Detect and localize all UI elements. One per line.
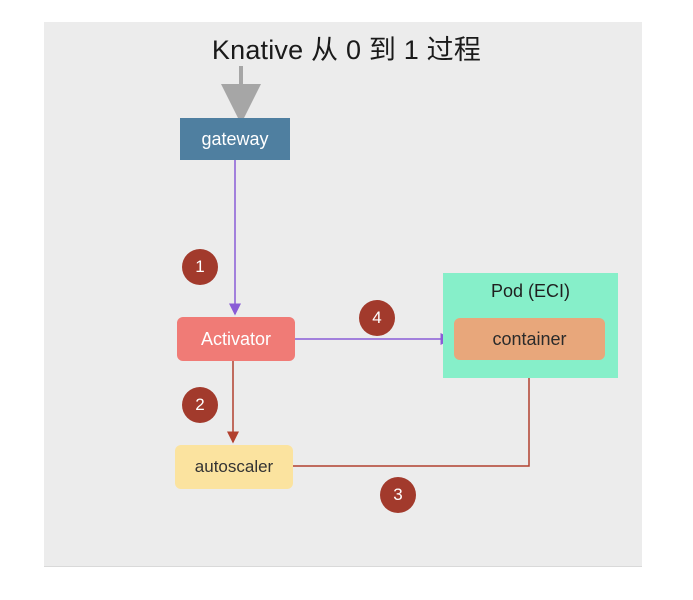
autoscaler-label: autoscaler (194, 457, 274, 476)
gateway-label: gateway (201, 128, 269, 149)
activator-label: Activator (200, 328, 272, 349)
container-node: container (454, 318, 605, 360)
arrow-autoscaler-to-container (293, 362, 535, 467)
step-badge-4: 4 (359, 300, 395, 336)
gateway-node: gateway (180, 118, 290, 160)
autoscaler-node: autoscaler (175, 445, 293, 489)
step-badge-1: 1 (182, 249, 218, 285)
step-badge-2: 2 (182, 387, 218, 423)
container-label: container (492, 328, 567, 349)
step-badge-3: 3 (380, 477, 416, 513)
activator-node: Activator (177, 317, 295, 361)
diagram-title: Knative 从 0 到 1 过程 (211, 35, 482, 65)
pod-eci-label: Pod (ECI) (490, 281, 571, 301)
